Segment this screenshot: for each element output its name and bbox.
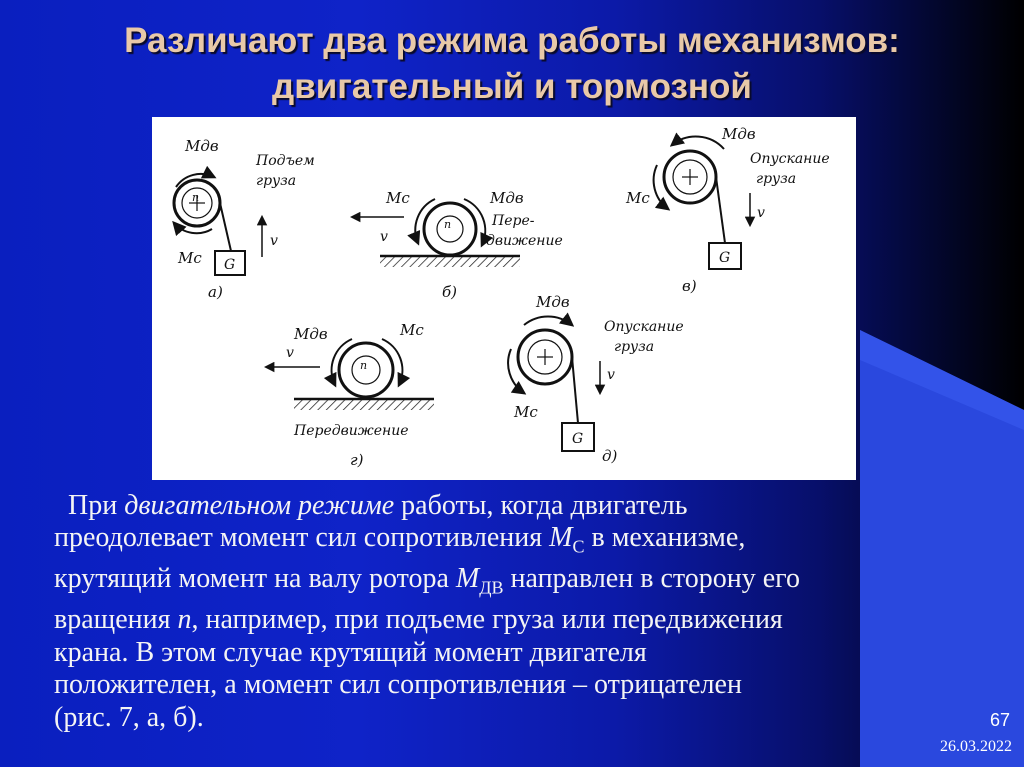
motor-torque-arrow-v — [669, 132, 725, 150]
load-d — [561, 422, 595, 452]
wheel-b-inner — [436, 215, 464, 243]
slide-date: 26.03.2022 — [940, 738, 1012, 755]
body-line-6: положителен, а момент сил сопротивления … — [54, 669, 742, 701]
caption-a-1: Подъем — [255, 153, 315, 169]
body-line-1: При двигательном режиме работы, когда дв… — [54, 490, 974, 522]
speed-g: v — [286, 345, 294, 361]
background-accent-shape — [860, 330, 1024, 767]
rope-v — [715, 176, 726, 244]
symbol-m: M — [549, 522, 573, 554]
rope-a — [219, 202, 232, 252]
rope-d — [571, 356, 579, 424]
torque-resist-b: Mс — [385, 189, 410, 207]
body-line-5: крана. В этом случае крутящий момент дви… — [54, 636, 647, 668]
load-a — [214, 250, 246, 276]
panel-b: n v Mдв Mс Пере- движение б) — [349, 189, 563, 301]
mechanism-diagram-svg: G v n Mдв Mс Подъем груза а) n v Mдв Mс … — [172, 125, 830, 469]
caption-v-2: груза — [756, 171, 796, 187]
body-emphasis: двигательном режиме — [124, 490, 395, 521]
symbol-m: M — [455, 563, 480, 595]
load-v-label: G — [719, 250, 730, 266]
speed-a: v — [270, 233, 278, 249]
caption-d-2: груза — [614, 339, 654, 355]
caption-b-2: движение — [486, 233, 563, 249]
drum-d-inner — [527, 339, 563, 375]
drum-v-inner — [672, 159, 708, 195]
panel-label-a: а) — [208, 283, 223, 301]
caption-b-1: Пере- — [491, 213, 535, 229]
body-text-span: вращения — [54, 604, 178, 636]
body-paragraph: При двигательном режиме работы, когда дв… — [54, 490, 974, 734]
resist-torque-arrow-d — [507, 348, 527, 395]
n-g: n — [360, 359, 367, 372]
speed-d: v — [607, 367, 615, 383]
resist-torque-arrow-v — [652, 164, 671, 211]
wheel-g-inner — [351, 355, 381, 385]
resist-torque-arrow-a — [172, 220, 213, 237]
torque-motor-v: Mдв — [721, 125, 756, 143]
body-text-span: в механизме, — [584, 522, 746, 554]
motor-torque-arrow-a — [175, 165, 217, 188]
n-a: n — [192, 191, 199, 204]
ground-g — [294, 400, 434, 410]
panel-label-g: г) — [350, 451, 364, 469]
torque-motor-g: Mдв — [293, 325, 328, 343]
symbol-sub-dv: ДВ — [479, 578, 504, 598]
slide-number: 67 — [989, 710, 1010, 730]
torque-motor-d: Mдв — [535, 293, 570, 311]
panel-v: G v Mдв Mс Опускание груза в) — [625, 125, 830, 295]
body-text-span: преодолевает момент сил сопротивления — [54, 522, 550, 554]
body-line-3: крутящий момент на валу ротора MДВ напра… — [54, 563, 974, 604]
panel-a: G v n Mдв Mс Подъем груза а) — [172, 137, 315, 301]
torque-motor-b: Mдв — [489, 189, 524, 207]
slide-title: Различают два режима работы механизмов: … — [40, 18, 984, 110]
slide-title-line2: двигательный и тормозной — [272, 67, 752, 106]
panel-label-b: б) — [442, 283, 457, 301]
mechanism-diagram: G v n Mдв Mс Подъем груза а) n v Mдв Mс … — [152, 117, 856, 480]
body-text-span: работы, когда двигатель — [394, 490, 688, 521]
torque-resist-d: Mс — [513, 403, 538, 421]
body-text-span: направлен в сторону его — [503, 563, 800, 595]
torque-resist-v: Mс — [625, 189, 650, 207]
panel-d: G v Mдв Mс Опускание груза д) — [507, 293, 684, 465]
body-text-span: крутящий момент на валу ротора — [54, 563, 456, 595]
slide-title-line1: Различают два режима работы механизмов: — [124, 21, 900, 60]
resist-torque-arrow-g — [381, 338, 411, 388]
motor-torque-arrow-b — [463, 198, 494, 248]
torque-resist-g: Mс — [399, 321, 424, 339]
load-a-label: G — [224, 257, 235, 273]
caption-g: Передвижение — [293, 423, 409, 439]
body-line-2: преодолевает момент сил сопротивления MС… — [54, 522, 974, 563]
speed-v: v — [757, 205, 765, 221]
body-text-span: При — [68, 490, 125, 521]
panel-label-v: в) — [682, 277, 697, 295]
panel-g: n v Mдв Mс Передвижение г) — [263, 321, 434, 469]
wheel-g — [337, 341, 395, 399]
caption-v-1: Опускание — [750, 151, 830, 167]
motor-torque-arrow-d — [523, 312, 575, 327]
speed-b: v — [380, 229, 388, 245]
load-d-label: G — [572, 431, 583, 447]
caption-d-1: Опускание — [604, 319, 684, 335]
panel-label-d: д) — [602, 447, 618, 465]
resist-torque-arrow-b — [407, 198, 436, 246]
background-accent-shape-shade — [860, 330, 1024, 430]
n-b: n — [444, 218, 451, 231]
drum-a-inner — [181, 187, 213, 219]
torque-resist-a: Mс — [177, 249, 202, 267]
body-text-span: , например, при подъеме груза или передв… — [191, 604, 783, 636]
symbol-sub-c: С — [572, 537, 585, 557]
body-line-7: (рис. 7, а, б). — [54, 701, 204, 733]
load-v — [708, 242, 742, 270]
torque-motor-a: Mдв — [184, 137, 219, 155]
ground-b — [380, 257, 520, 267]
motor-torque-arrow-g — [323, 338, 353, 388]
symbol-n: n — [177, 604, 192, 636]
body-line-4: вращения n, например, при подъеме груза … — [54, 604, 974, 636]
caption-a-2: груза — [256, 173, 296, 189]
